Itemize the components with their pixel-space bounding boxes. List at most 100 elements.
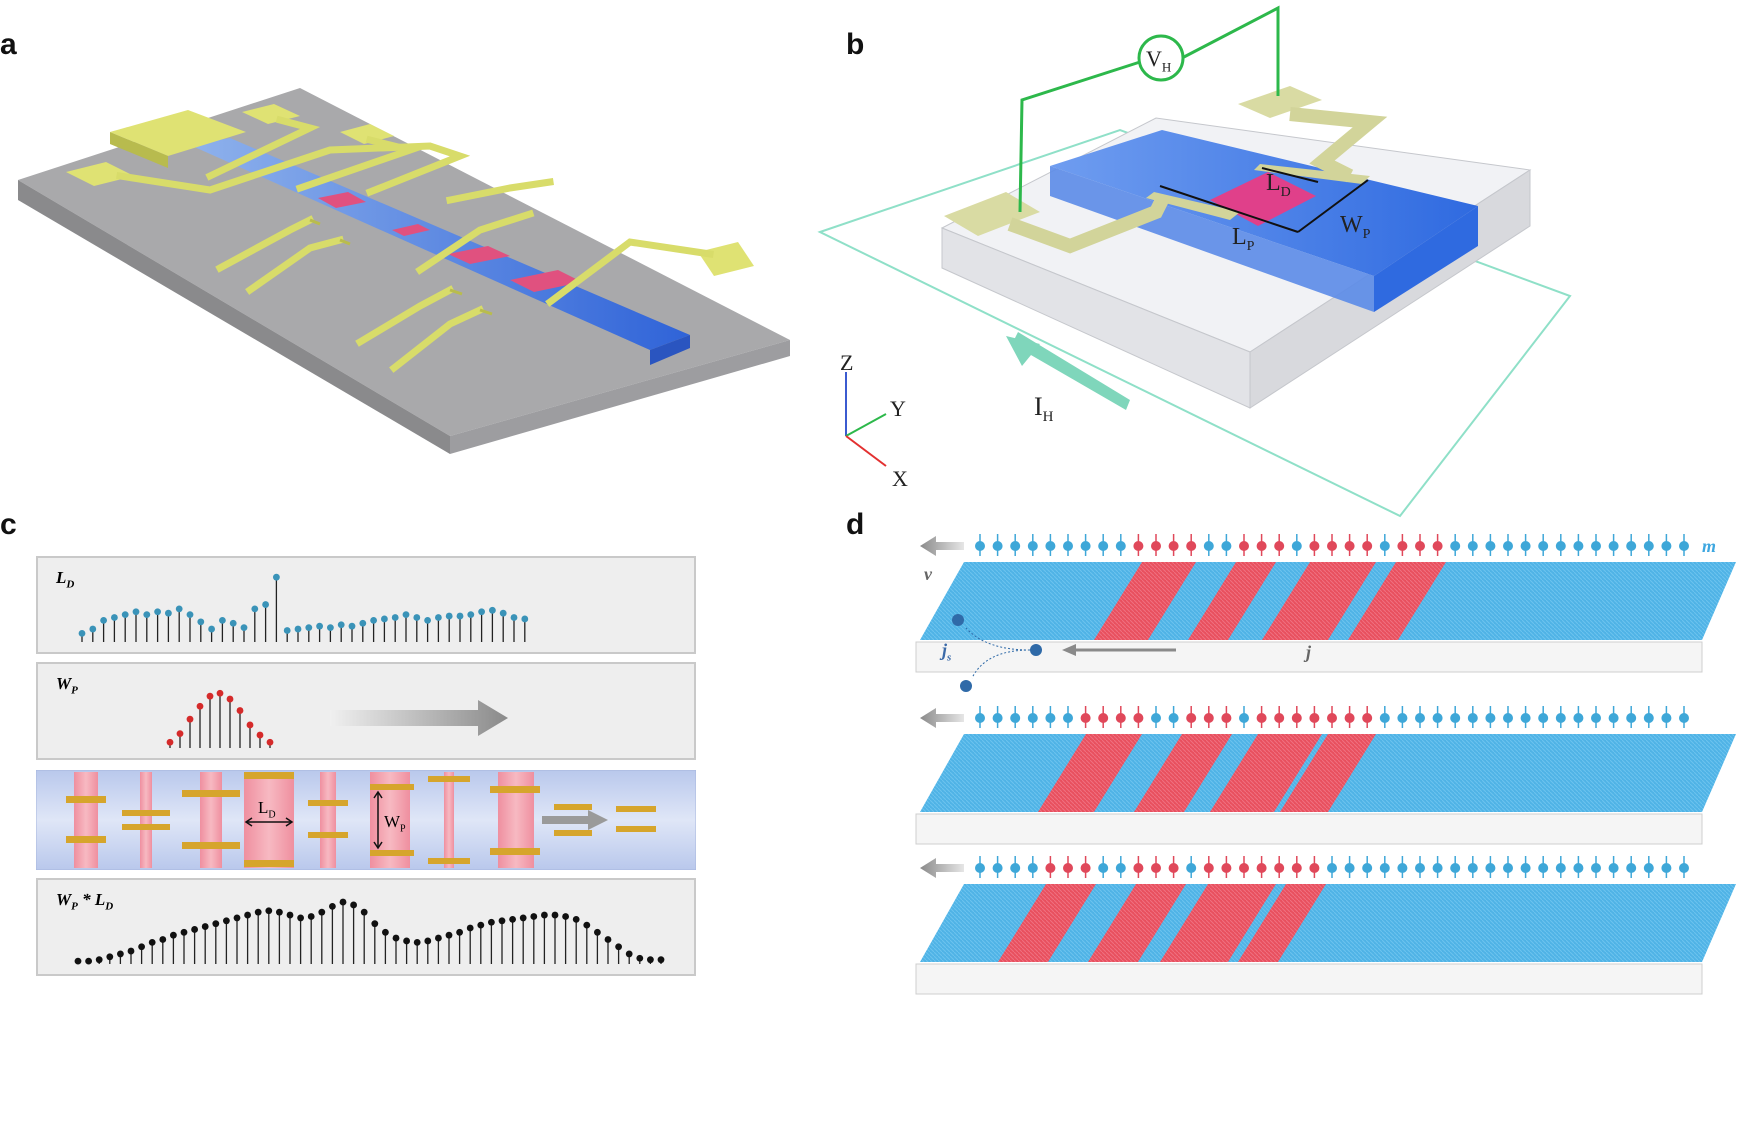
lollipop-head: [435, 934, 442, 942]
spin: [1344, 541, 1355, 551]
spin: [1168, 541, 1179, 551]
spin: [1520, 541, 1531, 551]
spin: [1291, 863, 1302, 873]
spin: [1379, 713, 1390, 723]
lollipop-head: [519, 914, 527, 922]
lollipop-head: [445, 931, 453, 939]
lollipop-head: [266, 738, 274, 746]
lollipop-head: [170, 931, 177, 939]
spin: [1168, 713, 1179, 723]
spin: [1573, 541, 1584, 551]
row-ld-label: LD: [56, 568, 75, 591]
strip-ld-label: LD: [258, 798, 276, 821]
lp-label: LP: [1232, 224, 1255, 254]
spin: [1256, 863, 1267, 873]
row-wp-box: WP: [36, 662, 696, 760]
j-label: j: [1306, 642, 1312, 662]
panel-d-racetracks: [915, 534, 1736, 995]
spin: [1203, 713, 1214, 723]
spin: [1573, 863, 1584, 873]
channel: [190, 138, 690, 350]
racetrack-front: [915, 963, 1703, 995]
spin: [1555, 541, 1566, 551]
lollipop-head: [201, 923, 209, 930]
lollipop-head: [283, 627, 291, 634]
lollipop-head: [530, 913, 538, 920]
spin: [1063, 713, 1073, 723]
gray-arrow-small: [542, 810, 608, 830]
lollipop-head: [337, 621, 345, 629]
spin: [1362, 541, 1373, 551]
spin: [1555, 713, 1566, 723]
spin: [1133, 713, 1144, 723]
lollipop-head: [154, 608, 161, 616]
lollipop-head: [244, 911, 252, 919]
lollipop-head: [583, 921, 591, 929]
spin: [1591, 713, 1601, 723]
electron-spin-up: [952, 614, 964, 626]
lollipop-head: [466, 924, 474, 932]
lollipop-head: [117, 950, 124, 958]
spin: [1133, 541, 1144, 551]
lollipop-head: [95, 956, 103, 964]
lollipop-head: [339, 898, 347, 906]
lollipop-head: [478, 608, 485, 616]
lollipop-head: [143, 611, 151, 619]
spin: [1415, 541, 1425, 551]
spin: [1186, 713, 1197, 723]
lollipop-head: [594, 928, 601, 936]
domain: [244, 772, 294, 868]
lollipop-head: [435, 614, 442, 621]
spin: [1115, 863, 1126, 873]
spin: [975, 541, 985, 551]
spin: [1626, 541, 1637, 551]
spin: [1432, 713, 1443, 723]
spin: [1467, 541, 1478, 551]
spin: [1010, 863, 1021, 873]
lollipop-head: [316, 622, 323, 630]
row-product-box: WP * LD: [36, 878, 696, 976]
spin: [1063, 541, 1073, 551]
domain: [1094, 562, 1196, 640]
spin: [1608, 713, 1619, 723]
lollipop-head: [381, 615, 388, 623]
spin: [1379, 541, 1390, 551]
spin: [1186, 863, 1197, 873]
domain: [74, 772, 98, 868]
spin: [1467, 863, 1478, 873]
spin: [1239, 713, 1249, 723]
lollipop-head: [233, 914, 241, 922]
spin: [1485, 713, 1496, 723]
spin: [1309, 541, 1320, 551]
lollipop-head: [240, 624, 248, 631]
lollipop-head: [510, 614, 518, 621]
spin: [1063, 863, 1073, 873]
lollipop-head: [276, 908, 283, 916]
lollipop-head: [489, 606, 496, 614]
domain: [1088, 884, 1186, 962]
pad: [66, 162, 134, 186]
spin: [1203, 541, 1214, 551]
panel-a-label: a: [0, 28, 17, 61]
gray-arrow: [330, 700, 508, 736]
current-arrow-head: [1062, 644, 1076, 656]
spin: [1608, 541, 1619, 551]
lollipop-head: [413, 939, 421, 946]
spin: [1098, 541, 1109, 551]
lollipop-head: [382, 928, 389, 936]
lollipop-head: [273, 573, 280, 581]
lollipop-head: [78, 629, 86, 637]
domain: [320, 772, 336, 868]
lollipop-head: [111, 614, 118, 621]
lollipop-head: [371, 920, 379, 928]
lollipop-head: [219, 617, 226, 624]
lollipop-head: [208, 625, 216, 633]
spin: [1133, 863, 1144, 873]
spin: [1151, 863, 1161, 873]
lollipop-head: [467, 611, 475, 619]
domain: [1238, 884, 1326, 962]
spin: [1538, 541, 1549, 551]
lollipop-head: [392, 934, 400, 942]
racetrack-front: [915, 641, 1703, 673]
voltmeter-label: VH: [1146, 46, 1172, 75]
